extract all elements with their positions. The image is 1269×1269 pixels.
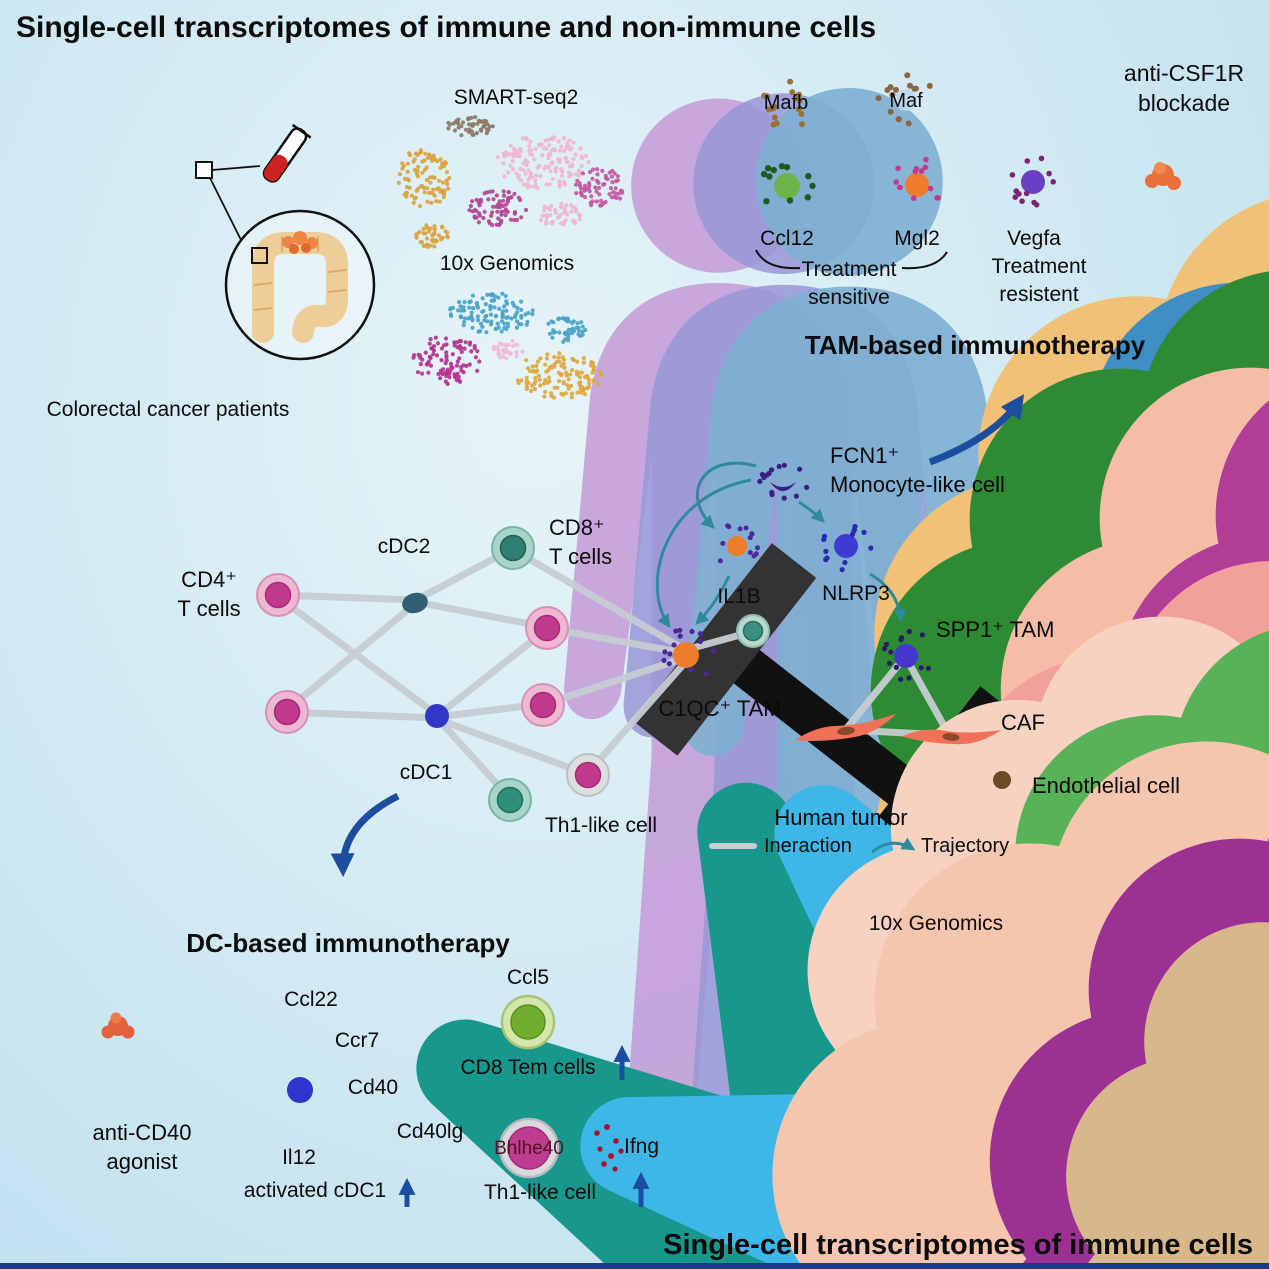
agonist-line1: anti-CD40 xyxy=(92,1120,192,1145)
trajectory-line-sample xyxy=(871,837,916,854)
footer-accent-bar xyxy=(0,1263,1269,1269)
cd40lg-label: Cd40lg xyxy=(396,1120,464,1143)
legend-trajectory-label: Trajectory xyxy=(921,835,1010,857)
fcn1-line1: FCN1⁺ xyxy=(830,443,900,468)
ccl12-label: Ccl12 xyxy=(760,227,814,250)
treatment-sensitive-line2: sensitive xyxy=(808,285,890,309)
treatment-resistent-label: Treatment resistent xyxy=(992,253,1087,308)
arrow-to-tam-therapy xyxy=(928,394,1025,466)
interaction-edges xyxy=(274,545,1003,802)
biopsy-site-square xyxy=(195,161,213,179)
flow-arrows xyxy=(330,394,1025,1207)
cd40-label: Cd40 xyxy=(347,1076,399,1099)
tenx-top-label: 10x Genomics xyxy=(439,252,575,275)
csf1r-blockade-label: anti-CSF1R blockade xyxy=(1124,58,1244,119)
cd8-line2: T cells xyxy=(549,544,613,570)
cd4-line2: T cells xyxy=(177,596,241,622)
arrow-to-dc-therapy xyxy=(330,792,400,878)
cd8-line1: CD8⁺ xyxy=(549,515,605,540)
cd40-mouse xyxy=(101,1012,135,1039)
th1-network-label: Th1-like cell xyxy=(544,814,658,837)
treatment-resistent-line1: Treatment xyxy=(991,255,1087,278)
vegfa-label: Vegfa xyxy=(1007,227,1061,250)
cd4-label: CD4⁺ T cells xyxy=(177,565,240,623)
network-cells xyxy=(256,482,1269,1269)
ccl22-label: Ccl22 xyxy=(284,988,338,1011)
colon-drawing xyxy=(251,231,348,343)
page-title: Single-cell transcriptomes of immune and… xyxy=(16,11,877,44)
tumor-orange xyxy=(101,1012,135,1039)
csf1r-mouse xyxy=(631,162,1269,1269)
sampling-annotations xyxy=(195,123,376,361)
caf-label: CAF xyxy=(1001,710,1045,735)
ccl5-label: Ccl5 xyxy=(506,966,550,989)
fcn1-label: FCN1⁺ Monocyte-like cell xyxy=(830,441,1005,499)
agonist-line2: agonist xyxy=(106,1149,178,1175)
caf-cell xyxy=(794,713,897,741)
ifng-label: Ifng xyxy=(624,1135,660,1158)
tumor-orange xyxy=(1145,162,1181,190)
smartseq-label: SMART-seq2 xyxy=(453,86,579,109)
cd8tem-label: CD8 Tem cells xyxy=(460,1056,596,1079)
csf1r-line1: anti-CSF1R xyxy=(1123,60,1245,86)
activated-cdc1-label: activated cDC1 xyxy=(243,1179,387,1202)
trajectory-arrows xyxy=(655,461,907,629)
treatment-resistent-line2: resistent xyxy=(999,282,1079,306)
footer-title: Single-cell transcriptomes of immune cel… xyxy=(663,1229,1253,1261)
endothelial-label: Endothelial cell xyxy=(1032,773,1180,798)
cdc1-label: cDC1 xyxy=(399,761,453,784)
cdc2-label: cDC2 xyxy=(377,535,431,558)
legend-title: Human tumor xyxy=(774,805,908,830)
dc-therapy-title: DC-based immunotherapy xyxy=(186,928,510,958)
nlrp3-label: NLRP3 xyxy=(822,582,890,605)
brace-left xyxy=(755,249,801,270)
maf-label: Maf xyxy=(889,90,923,112)
cd4-line1: CD4⁺ xyxy=(181,567,237,592)
tam-cell-types xyxy=(755,89,1269,1269)
cd40-agonist-label: anti-CD40 agonist xyxy=(92,1118,191,1176)
dc-therapy-cells xyxy=(108,994,1269,1269)
il1b-label: IL1B xyxy=(717,585,761,608)
legend-interaction-label: Ineraction xyxy=(764,835,852,857)
fcn1-line2: Monocyte-like cell xyxy=(830,472,1005,498)
th1-bottom-label: Th1-like cell xyxy=(483,1181,597,1204)
csf1r-line2: blockade xyxy=(1137,90,1231,117)
mgl2-label: Mgl2 xyxy=(894,227,940,250)
brace-right xyxy=(901,251,948,270)
tenx-bottom-label: 10x Genomics xyxy=(868,912,1004,935)
c1qc-label: C1QC⁺ TAM xyxy=(658,696,782,721)
legend-samples xyxy=(709,837,916,854)
ccr7-label: Ccr7 xyxy=(334,1029,380,1052)
cd8-label: CD8⁺ T cells xyxy=(549,513,612,571)
ifng-dots xyxy=(594,1124,624,1172)
mafb-label: Mafb xyxy=(763,92,809,114)
colon-tumor xyxy=(282,231,318,254)
il12-label: Il12 xyxy=(282,1146,316,1169)
spp1-label: SPP1⁺ TAM xyxy=(936,617,1055,642)
blood-tube-icon xyxy=(262,123,312,183)
caf-cell xyxy=(901,729,1002,745)
colon-zoom-square xyxy=(251,247,268,264)
treatment-sensitive-label: Treatment sensitive xyxy=(802,256,897,311)
tam-therapy-title: TAM-based immunotherapy xyxy=(804,330,1146,360)
bhlhe40-label: Bhlhe40 xyxy=(494,1138,564,1159)
treatment-sensitive-line1: Treatment xyxy=(801,258,897,281)
patients-caption: Colorectal cancer patients xyxy=(46,398,290,421)
cell-speckles xyxy=(661,72,1056,683)
